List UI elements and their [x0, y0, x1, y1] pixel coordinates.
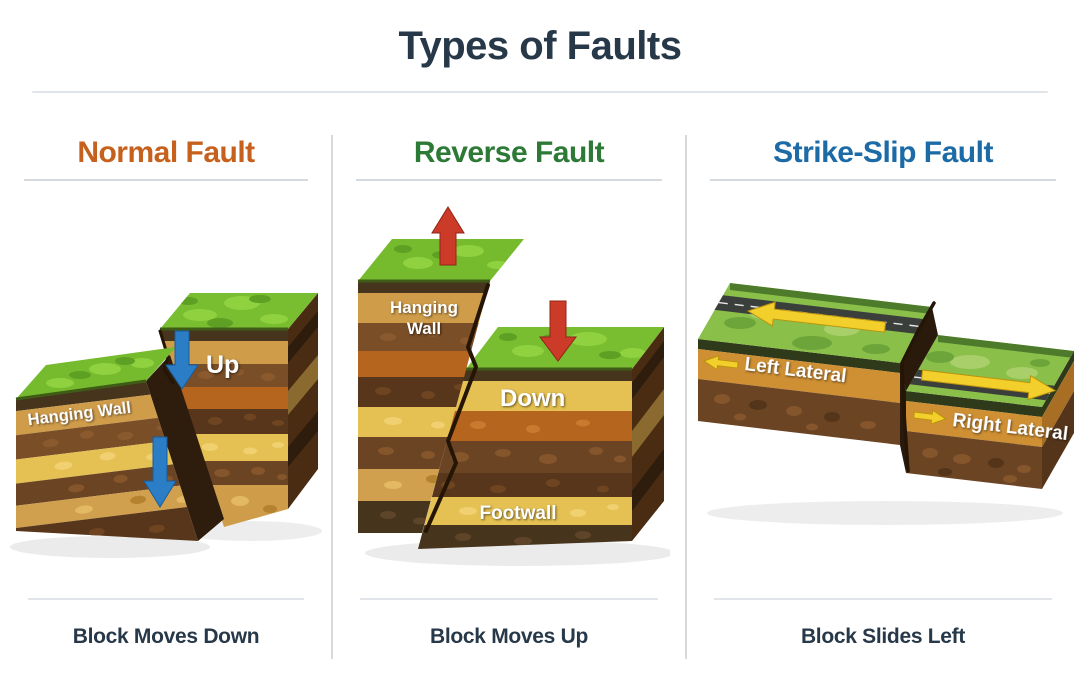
normal-fault-figure: Hanging Wall Up	[0, 181, 332, 598]
fault-crack	[158, 329, 175, 385]
footwall-label: Footwall	[479, 503, 556, 524]
strike-slip-figure: Left Lateral Right Lateral	[686, 181, 1080, 598]
fault-crack	[424, 283, 490, 533]
down-arrow-icon	[143, 436, 177, 508]
fault-crack	[900, 301, 936, 473]
right-slab	[906, 335, 1074, 489]
panel-divider	[331, 135, 333, 659]
title-divider-rule	[32, 91, 1048, 93]
hanging-wall-label-line1: Hanging	[390, 298, 458, 317]
side-layers	[632, 341, 664, 511]
hanging-wall-label-line2: Wall	[407, 319, 441, 338]
fault-gap	[900, 307, 938, 391]
strike-slip-title-underline	[710, 179, 1056, 181]
down-label: Down	[500, 385, 565, 412]
ground-shadow	[707, 501, 1063, 525]
ground-shadow	[10, 521, 322, 558]
left-arrow-small-icon	[702, 355, 739, 371]
reverse-fault-figure: Hanging Wall Down Footwall	[332, 181, 686, 598]
down-arrow-icon	[539, 300, 577, 362]
fault-panels: Normal Fault	[0, 93, 1080, 673]
side-layers	[1042, 351, 1074, 489]
up-arrow-icon	[431, 206, 465, 266]
panel-divider	[685, 135, 687, 659]
panel-normal-fault: Normal Fault	[0, 93, 332, 673]
right-arrow-icon	[920, 369, 1057, 401]
strike-slip-illustration: Left Lateral Right Lateral	[698, 283, 1074, 525]
soil-layers	[698, 339, 900, 445]
fault-plane	[146, 355, 224, 541]
panel-strike-slip-fault: Strike-Slip Fault	[686, 93, 1080, 673]
reverse-fault-caption: Block Moves Up	[429, 625, 588, 648]
down-arrow-icon	[165, 330, 199, 390]
reverse-fault-title: Reverse Fault	[413, 136, 605, 169]
soil-layers	[906, 391, 1042, 489]
page-title: Types of Faults	[398, 24, 682, 68]
normal-fault-title-underline	[24, 179, 308, 181]
grass-texture	[46, 357, 154, 388]
caption-divider	[28, 598, 304, 600]
panel-reverse-fault: Reverse Fault	[332, 93, 686, 673]
reverse-fault-title-underline	[356, 179, 662, 181]
strike-slip-fault-title: Strike-Slip Fault	[773, 136, 993, 169]
side-layers	[288, 311, 318, 467]
normal-fault-title: Normal Fault	[77, 136, 255, 169]
left-slab	[698, 283, 932, 445]
page-header: Types of Faults	[0, 0, 1080, 93]
left-arrow-icon	[746, 301, 887, 333]
grass-rim	[15, 379, 147, 401]
reverse-fault-illustration: Hanging Wall Down Footwall	[358, 206, 670, 566]
caption-divider	[714, 598, 1052, 600]
up-label: Up	[206, 351, 239, 379]
strike-slip-caption: Block Slides Left	[800, 625, 966, 648]
caption-divider	[360, 598, 658, 600]
normal-fault-caption: Block Moves Down	[72, 625, 260, 648]
normal-fault-illustration: Hanging Wall Up	[10, 293, 322, 558]
right-arrow-small-icon	[913, 409, 947, 425]
